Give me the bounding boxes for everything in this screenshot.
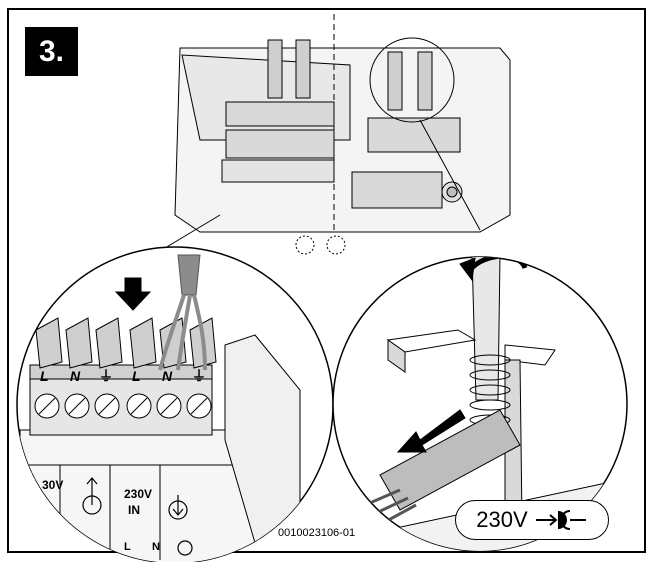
plug-in-icon — [535, 510, 586, 530]
figure-frame — [7, 8, 646, 553]
figure-code: 0010023106-01 — [278, 527, 356, 539]
left-detail — [16, 246, 334, 562]
down-arrow-icon — [114, 277, 152, 311]
device-overview — [164, 14, 511, 255]
voltage-plug-label: 230V — [455, 500, 609, 540]
voltage-label: 230V — [476, 507, 528, 532]
clockwise-rotate-icon — [468, 257, 528, 272]
terminal-clamps — [35, 317, 217, 369]
terminal-screws — [34, 393, 212, 419]
step-badge: 3. — [25, 27, 78, 76]
